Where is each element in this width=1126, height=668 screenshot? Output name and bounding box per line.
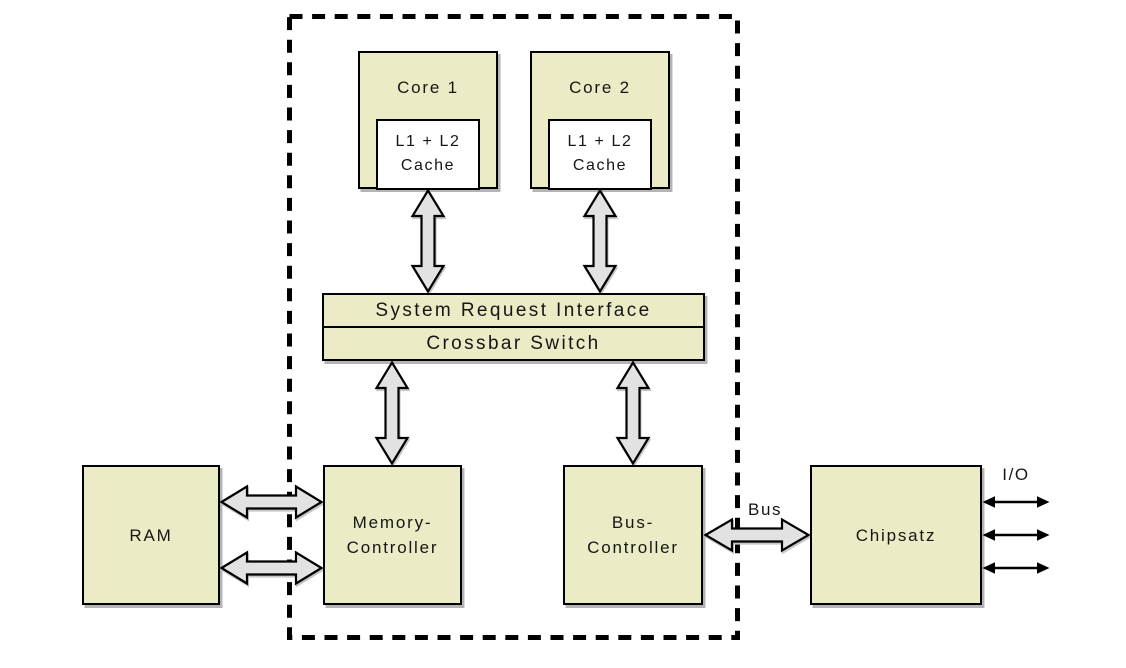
node-system-request-interface: System Request Interface [322,293,705,328]
bus-controller-label-line2: Controller [587,538,679,557]
node-crossbar-switch: Crossbar Switch [322,326,705,361]
chipset-io-arrow-1 [982,496,1050,508]
crossbar-memory-controller-arrow [374,360,410,466]
crossbar-bus-controller-arrow [615,360,651,466]
cpu-package-boundary [287,14,740,640]
node-core2: Core 2 L1 + L2 Cache [530,51,670,190]
node-bus-controller: Bus- Controller [563,465,703,605]
crossbar-label: Crossbar Switch [426,333,601,354]
cache2-label-line2: Cache [572,157,628,174]
memory-controller-label-line2: Controller [346,538,439,557]
bus-edge-label: Bus [748,500,783,519]
core1-sri-arrow [410,188,446,294]
node-ram: RAM [82,465,220,605]
bus-controller-label-line1: Bus- [611,513,655,532]
node-cache1: L1 + L2 Cache [376,118,480,190]
core2-sri-arrow [582,188,618,294]
node-chipset: Chipsatz [810,465,982,605]
core2-label: Core 2 [569,78,631,97]
node-core1: Core 1 L1 + L2 Cache [358,51,498,190]
node-memory-controller: Memory- Controller [323,465,462,605]
cache1-label-line1: L1 + L2 [395,133,461,150]
ram-memory-controller-arrow-lower [219,550,324,586]
memory-controller-label-line1: Memory- [352,513,433,532]
chipset-io-arrow-3 [982,562,1050,574]
cache2-label-line1: L1 + L2 [567,133,633,150]
sri-label: System Request Interface [375,300,652,321]
bus-controller-chipset-arrow [703,517,811,553]
cache1-label-line2: Cache [400,157,456,174]
node-cache2: L1 + L2 Cache [548,118,652,190]
ram-memory-controller-arrow-upper [219,484,324,520]
chipset-label: Chipsatz [855,525,937,545]
io-edge-label: I/O [1002,465,1030,484]
ram-label: RAM [129,525,173,545]
core1-label: Core 1 [397,78,459,97]
chipset-io-arrow-2 [982,529,1050,541]
